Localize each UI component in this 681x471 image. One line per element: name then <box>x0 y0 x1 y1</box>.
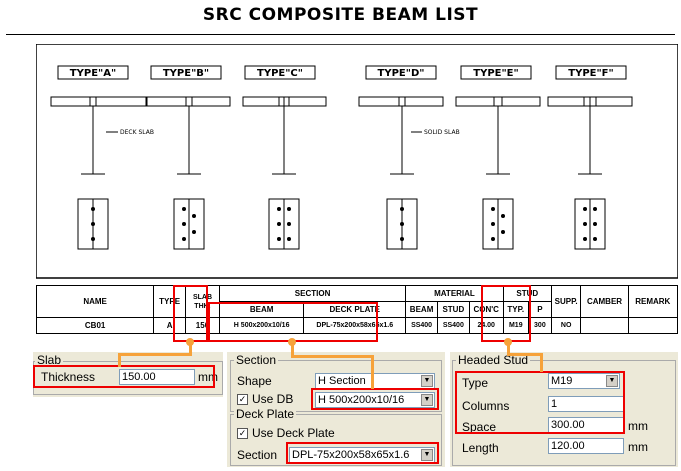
use-deck-plate-label: Use Deck Plate <box>252 426 335 440</box>
highlight-thickness <box>33 365 215 388</box>
space-label: Space <box>462 420 497 434</box>
length-label: Length <box>462 441 499 455</box>
cell-stud-p: 300 <box>527 317 552 334</box>
deck-plate-group-label: Deck Plate <box>234 407 297 421</box>
page-title: SRC COMPOSITE BEAM LIST <box>202 5 479 25</box>
header-mat-stud: STUD <box>436 301 470 318</box>
shape-select[interactable]: H Section▼ <box>315 373 435 389</box>
type-c-text: TYPE"C" <box>257 68 303 79</box>
cell-supp: NO <box>550 317 582 334</box>
thickness-label: Thickness <box>41 370 96 384</box>
highlight-db-section <box>311 388 439 410</box>
type-label-a: TYPE"A" <box>57 65 129 80</box>
highlight-deck-section <box>286 442 439 464</box>
section-group-label: Section <box>234 353 279 367</box>
header-supp: SUPP. <box>550 285 582 318</box>
cell-name: CB01 <box>35 317 155 334</box>
header-name: NAME <box>35 285 155 318</box>
header-camber: CAMBER <box>580 285 629 318</box>
deck-slab-note: DECK SLAB <box>120 129 154 136</box>
thickness-input[interactable]: 150.00 <box>119 369 195 385</box>
highlight-slab-thk <box>173 285 208 342</box>
cell-deck-plate: DPL-75x200x58x65x1.6 <box>303 317 407 334</box>
cell-mat-beam: SS400 <box>405 317 438 334</box>
chevron-down-icon: ▼ <box>421 375 433 387</box>
deck-section-label: Section <box>237 448 278 462</box>
cell-stud-typ: M19 <box>502 317 529 334</box>
cell-mat-stud: SS400 <box>436 317 470 334</box>
slab-panel: Slab Thickness 150.00 mm <box>33 352 223 397</box>
length-unit: mm <box>628 440 648 454</box>
type-label-b: TYPE"B" <box>150 65 222 80</box>
header-stud-p: P <box>527 301 552 318</box>
cell-camber <box>580 317 629 334</box>
type-label-c: TYPE"C" <box>244 65 316 80</box>
highlight-section <box>208 302 378 342</box>
type-label-e: TYPE"E" <box>460 65 532 80</box>
use-deck-plate-checkbox[interactable]: ✓ <box>237 428 248 439</box>
header-material: MATERIAL <box>405 285 504 302</box>
chevron-down-icon: ▼ <box>606 375 618 387</box>
type-e-text: TYPE"E" <box>473 68 518 79</box>
headed-stud-group-label: Headed Stud <box>456 353 531 367</box>
cell-beam: H 500x200x10/16 <box>218 317 305 334</box>
type-d-text: TYPE"D" <box>378 68 425 79</box>
chevron-down-icon: ▼ <box>421 449 433 461</box>
cell-slab-thk: 150 <box>185 317 220 334</box>
table-row: CB01 A 150 H 500x200x10/16 DPL-75x200x58… <box>35 317 679 334</box>
space-unit: mm <box>628 419 648 433</box>
beam-type-drawing: TYPE"A" TYPE"B" TYPE"C" TYPE"D" TYPE"E" … <box>36 44 678 279</box>
db-section-select[interactable]: H 500x200x10/16▼ <box>315 392 435 408</box>
stud-type-select[interactable]: M19▼ <box>548 373 620 389</box>
chevron-down-icon: ▼ <box>421 394 433 406</box>
type-f-text: TYPE"F" <box>568 68 613 79</box>
header-section: SECTION <box>218 285 407 302</box>
solid-slab-note: SOLID SLAB <box>424 129 460 136</box>
columns-input[interactable]: 1 <box>548 396 624 412</box>
title-divider <box>6 34 675 35</box>
stud-type-label: Type <box>462 376 489 390</box>
header-mat-beam: BEAM <box>405 301 438 318</box>
slab-group-label: Slab <box>35 353 64 367</box>
shape-label: Shape <box>237 374 272 388</box>
columns-label: Columns <box>462 399 510 413</box>
type-label-d: TYPE"D" <box>365 65 437 80</box>
highlight-stud <box>481 285 531 342</box>
type-a-text: TYPE"A" <box>70 68 116 79</box>
space-input[interactable]: 300.00 <box>548 417 624 433</box>
cell-remark <box>627 317 679 334</box>
header-remark: REMARK <box>627 285 679 318</box>
length-input[interactable]: 120.00 <box>548 438 624 454</box>
type-label-f: TYPE"F" <box>555 65 627 80</box>
cell-mat-conc: 24.00 <box>468 317 504 334</box>
type-b-text: TYPE"B" <box>163 68 209 79</box>
highlight-stud-fields <box>455 371 625 434</box>
use-db-checkbox[interactable]: ✓ <box>237 394 248 405</box>
use-db-label: Use DB <box>252 392 294 406</box>
